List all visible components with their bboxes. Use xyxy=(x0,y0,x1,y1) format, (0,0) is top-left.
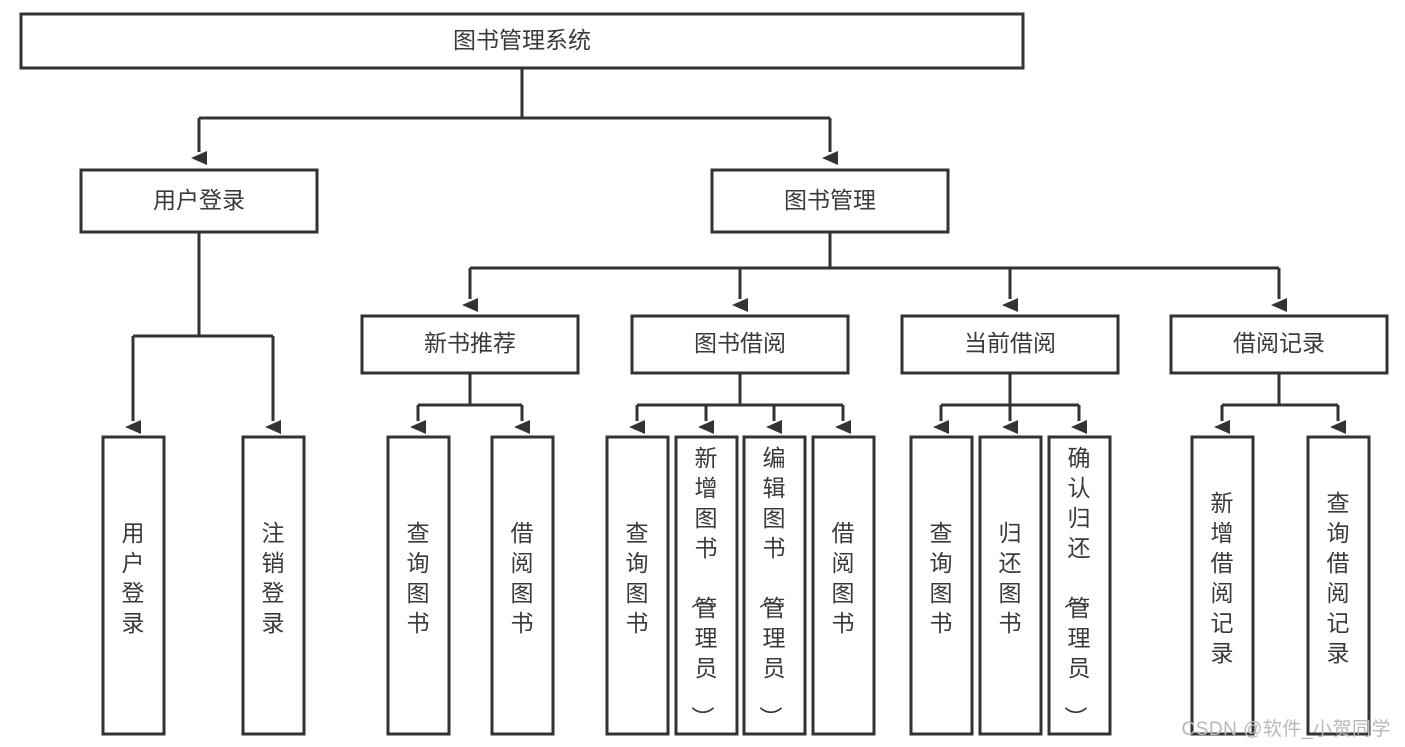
connectors-book-borrow-to-leaves xyxy=(629,373,851,434)
node-leaf-borrow-book-1[interactable]: 借阅图书 xyxy=(490,435,555,736)
node-borrow-record-label: 借阅记录 xyxy=(1233,330,1325,356)
node-current-borrow-label: 当前借阅 xyxy=(964,330,1056,356)
node-leaf-logout-label: 注销登录 xyxy=(262,520,285,636)
node-leaf-user-login-label: 用户登录 xyxy=(122,520,145,636)
node-leaf-edit-book-box[interactable] xyxy=(742,435,807,736)
node-leaf-return-book-box[interactable] xyxy=(978,435,1043,736)
node-leaf-confirm-return[interactable]: 确认归还（管理员） xyxy=(1047,435,1112,736)
node-leaf-query-book-3-box[interactable] xyxy=(909,435,974,736)
node-leaf-borrow-book-2-label: 借阅图书 xyxy=(832,520,855,636)
node-leaf-edit-book[interactable]: 编辑图书（管理员） xyxy=(742,435,807,736)
node-leaf-borrow-book-1-box[interactable] xyxy=(490,435,555,736)
node-leaf-borrow-book-2-box[interactable] xyxy=(811,435,876,736)
node-leaf-user-login-box[interactable] xyxy=(101,435,166,736)
node-book-manage-box[interactable] xyxy=(710,168,950,234)
node-leaf-confirm-return-box[interactable] xyxy=(1047,435,1112,736)
node-leaf-query-book-3-label: 查询图书 xyxy=(930,520,953,636)
node-borrow-record[interactable]: 借阅记录 xyxy=(1169,314,1389,375)
node-leaf-logout[interactable]: 注销登录 xyxy=(241,435,306,736)
node-leaf-add-record-box[interactable] xyxy=(1190,435,1255,736)
node-leaf-borrow-book-2[interactable]: 借阅图书 xyxy=(811,435,876,736)
node-leaf-add-book-label: 新增图书（管理员） xyxy=(690,445,718,729)
node-leaf-confirm-return-label: 确认归还（管理员） xyxy=(1063,445,1091,729)
node-current-borrow[interactable]: 当前借阅 xyxy=(900,314,1120,375)
node-leaf-query-book-1-label: 查询图书 xyxy=(407,520,430,636)
node-book-borrow-box[interactable] xyxy=(630,314,850,375)
node-leaf-query-book-1-box[interactable] xyxy=(386,435,451,736)
node-leaf-borrow-book-1-label: 借阅图书 xyxy=(511,520,534,636)
node-leaf-add-book[interactable]: 新增图书（管理员） xyxy=(674,435,739,736)
node-leaf-edit-book-label: 编辑图书（管理员） xyxy=(758,445,786,729)
node-leaf-return-book[interactable]: 归还图书 xyxy=(978,435,1043,736)
node-book-manage-label: 图书管理 xyxy=(784,187,876,213)
node-leaf-query-book-3[interactable]: 查询图书 xyxy=(909,435,974,736)
node-borrow-record-box[interactable] xyxy=(1169,314,1389,375)
node-root-label: 图书管理系统 xyxy=(453,27,591,53)
node-leaf-query-record[interactable]: 查询借阅记录 xyxy=(1306,435,1371,736)
node-book-manage[interactable]: 图书管理 xyxy=(710,168,950,234)
connectors-borrow-record-to-leaves xyxy=(1214,373,1346,434)
node-leaf-add-record-label: 新增借阅记录 xyxy=(1211,490,1234,666)
node-leaf-add-record[interactable]: 新增借阅记录 xyxy=(1190,435,1255,736)
node-leaf-add-book-box[interactable] xyxy=(674,435,739,736)
node-new-book-rec-box[interactable] xyxy=(360,314,580,375)
node-leaf-query-book-2-box[interactable] xyxy=(605,435,670,736)
node-leaf-query-book-2[interactable]: 查询图书 xyxy=(605,435,670,736)
node-user-login[interactable]: 用户登录 xyxy=(79,168,319,234)
connectors-new-book-rec-to-leaves xyxy=(410,373,530,434)
node-root[interactable]: 图书管理系统 xyxy=(19,12,1025,70)
connectors-book-manage-to-level3 xyxy=(462,232,1287,312)
node-leaf-logout-box[interactable] xyxy=(241,435,306,736)
node-leaf-query-record-box[interactable] xyxy=(1306,435,1371,736)
node-book-borrow-label: 图书借阅 xyxy=(694,330,786,356)
node-leaf-query-book-2-label: 查询图书 xyxy=(626,520,649,636)
node-new-book-rec-label: 新书推荐 xyxy=(424,330,516,356)
node-user-login-label: 用户登录 xyxy=(153,187,245,213)
node-new-book-rec[interactable]: 新书推荐 xyxy=(360,314,580,375)
node-leaf-query-record-label: 查询借阅记录 xyxy=(1327,490,1350,666)
node-root-box[interactable] xyxy=(19,12,1025,70)
connectors-current-borrow-to-leaves xyxy=(933,373,1087,434)
connectors-level1-to-level2 xyxy=(191,68,838,165)
node-user-login-box[interactable] xyxy=(79,168,319,234)
node-current-borrow-box[interactable] xyxy=(900,314,1120,375)
node-leaf-user-login[interactable]: 用户登录 xyxy=(101,435,166,736)
node-book-borrow[interactable]: 图书借阅 xyxy=(630,314,850,375)
node-leaf-query-book-1[interactable]: 查询图书 xyxy=(386,435,451,736)
connectors-user-login-to-leaves xyxy=(125,232,281,434)
node-leaf-return-book-label: 归还图书 xyxy=(999,520,1022,636)
